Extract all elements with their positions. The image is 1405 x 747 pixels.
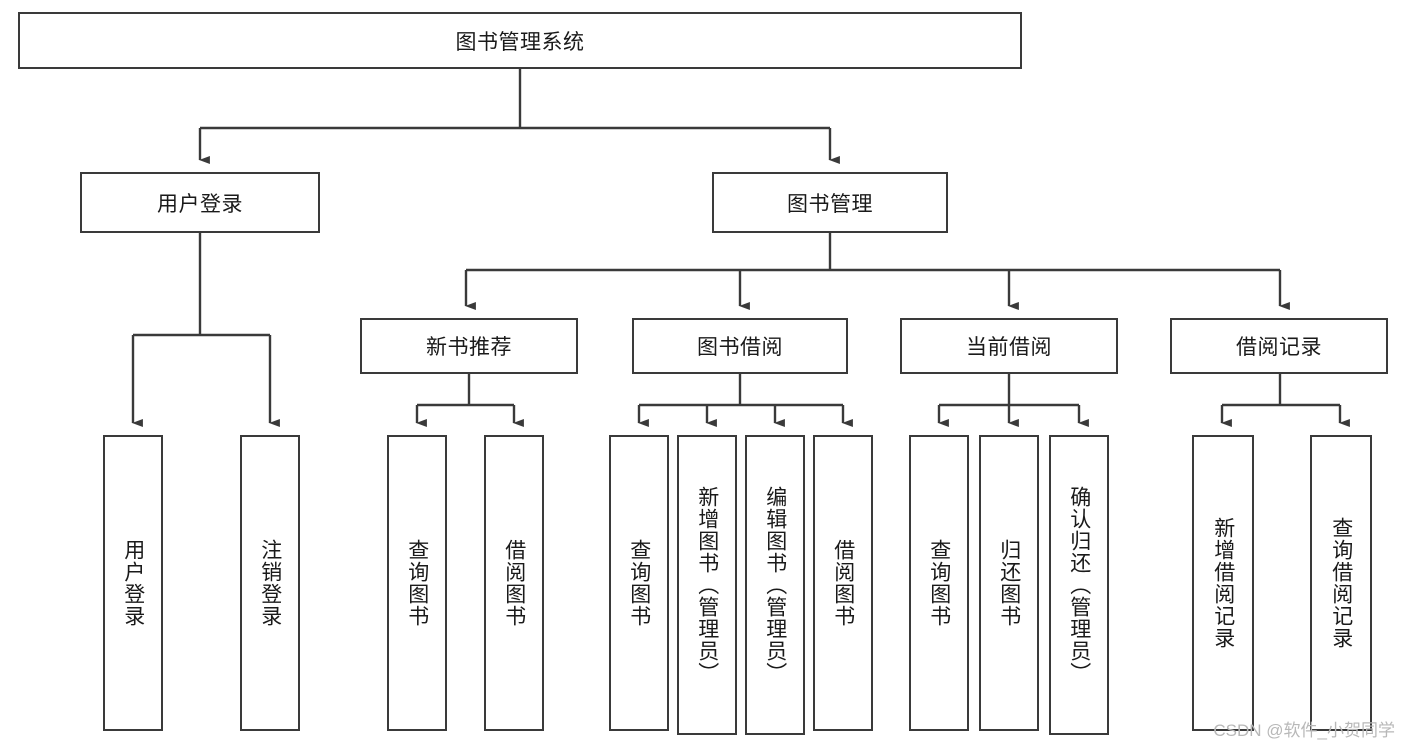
node-label: 用户登录 (121, 539, 145, 627)
leaf-query-book-recommend[interactable]: 查询图书 (387, 435, 447, 731)
node-label: 用户登录 (157, 192, 243, 216)
node-label: 借阅图书 (831, 539, 855, 627)
node-label: 当前借阅 (966, 336, 1052, 359)
node-label: 借阅记录 (1236, 336, 1322, 359)
leaf-logout[interactable]: 注销登录 (240, 435, 300, 731)
node-label: 借阅图书 (502, 539, 526, 627)
node-label: 新增借阅记录 (1211, 517, 1235, 649)
node-root-system[interactable]: 图书管理系统 (18, 12, 1022, 69)
node-label: 确认归还（管理员） (1067, 486, 1091, 684)
leaf-query-book-borrow[interactable]: 查询图书 (609, 435, 669, 731)
leaf-return-book[interactable]: 归还图书 (979, 435, 1039, 731)
leaf-add-borrow-record[interactable]: 新增借阅记录 (1192, 435, 1254, 731)
node-borrow-record[interactable]: 借阅记录 (1170, 318, 1388, 374)
node-label: 图书借阅 (697, 336, 783, 359)
node-label: 新书推荐 (426, 336, 512, 359)
node-book-management[interactable]: 图书管理 (712, 172, 948, 233)
node-label: 查询借阅记录 (1329, 517, 1353, 649)
node-label: 查询图书 (405, 539, 429, 627)
node-user-login[interactable]: 用户登录 (80, 172, 320, 233)
node-label: 图书管理系统 (455, 30, 585, 54)
leaf-borrow-book[interactable]: 借阅图书 (813, 435, 873, 731)
node-label: 查询图书 (927, 539, 951, 627)
node-current-borrow[interactable]: 当前借阅 (900, 318, 1118, 374)
node-label: 归还图书 (997, 539, 1021, 627)
node-label: 新增图书（管理员） (695, 486, 719, 684)
watermark-credit: CSDN @软件_小贺同学 (1213, 721, 1395, 740)
leaf-query-book-current[interactable]: 查询图书 (909, 435, 969, 731)
node-label: 编辑图书（管理员） (763, 486, 787, 684)
leaf-add-book-admin[interactable]: 新增图书（管理员） (677, 435, 737, 735)
leaf-borrow-book-recommend[interactable]: 借阅图书 (484, 435, 544, 731)
leaf-user-login[interactable]: 用户登录 (103, 435, 163, 731)
node-label: 图书管理 (787, 192, 873, 216)
node-new-book-recommend[interactable]: 新书推荐 (360, 318, 578, 374)
leaf-confirm-return-admin[interactable]: 确认归还（管理员） (1049, 435, 1109, 735)
leaf-query-borrow-record[interactable]: 查询借阅记录 (1310, 435, 1372, 731)
node-book-borrow[interactable]: 图书借阅 (632, 318, 848, 374)
leaf-edit-book-admin[interactable]: 编辑图书（管理员） (745, 435, 805, 735)
node-label: 查询图书 (627, 539, 651, 627)
node-label: 注销登录 (258, 539, 282, 627)
